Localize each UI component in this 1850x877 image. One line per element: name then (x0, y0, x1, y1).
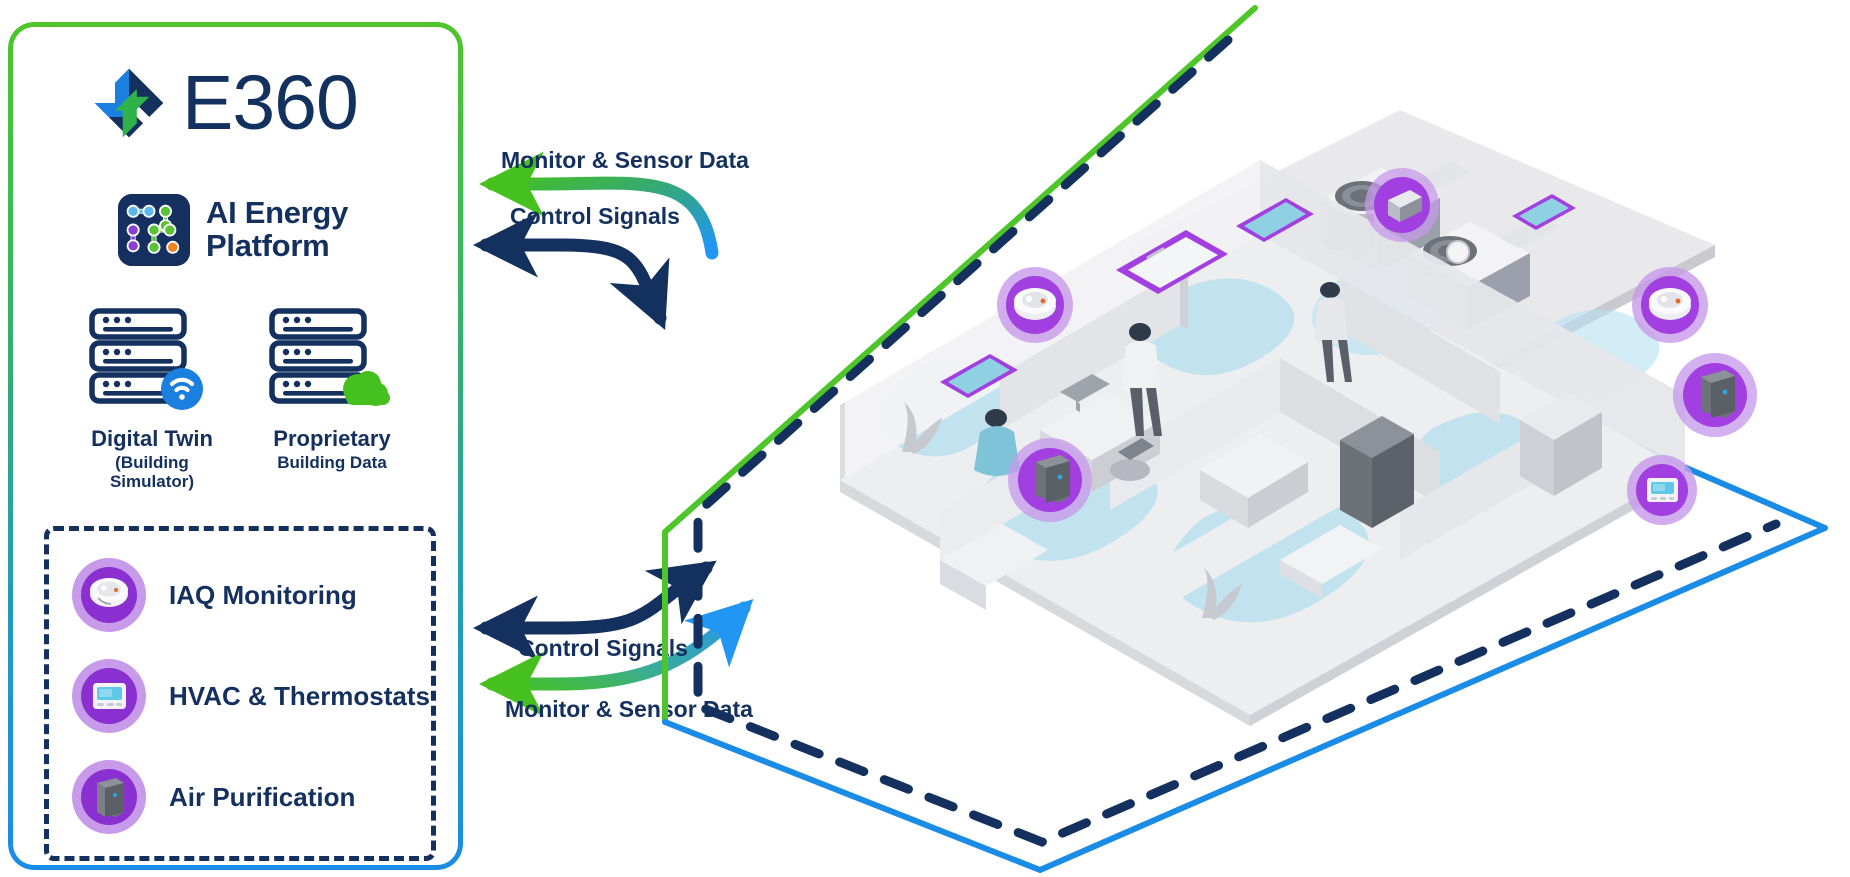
thermostat-icon (71, 658, 147, 734)
platform-title-line1: AI Energy (206, 195, 349, 231)
arrow-top-control-signals (473, 212, 670, 330)
air-purifier-icon (71, 759, 147, 835)
e360-pinwheel-logo-icon (94, 68, 164, 138)
hotspot-breakroom-thermostat[interactable] (1627, 455, 1697, 525)
ai-energy-platform-panel: E360 (8, 22, 463, 870)
brand-wordmark: E360 (182, 59, 359, 146)
person-seated (974, 409, 1020, 476)
person-standing-front-desk (1122, 323, 1162, 436)
ai-energy-platform-title: AI Energy Platform (206, 195, 349, 263)
person-walking-corridor (1314, 282, 1352, 382)
hotspot-office-air-vent[interactable] (1236, 198, 1314, 242)
isometric-building-illustration (662, 5, 1828, 873)
device-item-hvac-thermostats[interactable]: HVAC & Thermostats (71, 658, 430, 734)
arrow-label-bottom-control-signals: Control Signals (518, 635, 688, 661)
building-frame-green (662, 5, 1258, 725)
asset-title: Digital Twin (91, 426, 213, 451)
platform-title-line2: Platform (206, 228, 330, 263)
server-stack-cloud-icon (269, 308, 390, 406)
platform-assets: Digital Twin (Building Simulator) (72, 306, 412, 492)
hotspot-rooftop-hvac[interactable] (1365, 168, 1439, 242)
arrow-label-top-control-signals: Control Signals (510, 203, 680, 229)
hotspot-lobby-iaq-sensor[interactable] (997, 267, 1073, 343)
hotspot-office-air-purifier[interactable] (1673, 353, 1757, 437)
hotspot-lobby-air-vent[interactable] (940, 354, 1018, 398)
device-item-air-purification[interactable]: Air Purification (71, 759, 355, 835)
platform-asset-proprietary-building-data: Proprietary Building Data (264, 306, 400, 492)
device-item-iaq-monitoring[interactable]: IAQ Monitoring (71, 557, 357, 633)
hotspot-rear-air-vent[interactable] (1512, 194, 1576, 230)
server-stack-wifi-icon (89, 308, 203, 410)
connected-devices-box: IAQ Monitoring HVAC & Thermostats (44, 526, 436, 861)
ai-energy-platform-title-row: AI Energy Platform (118, 194, 348, 266)
e360-logo: E360 (90, 59, 359, 146)
asset-subtitle: (Building Simulator) (109, 452, 195, 492)
asset-title: Proprietary (273, 426, 391, 451)
hotspot-lounge-air-purifier[interactable] (1008, 438, 1092, 522)
arrow-label-top-monitor-sensor-data: Monitor & Sensor Data (501, 147, 749, 173)
platform-asset-digital-twin: Digital Twin (Building Simulator) (84, 306, 220, 492)
device-label: HVAC & Thermostats (169, 680, 431, 711)
device-label: IAQ Monitoring (169, 579, 357, 610)
hotspot-corridor-iaq-sensor[interactable] (1632, 267, 1708, 343)
device-label: Air Purification (169, 781, 356, 812)
iaq-sensor-icon (71, 557, 147, 633)
ai-energy-platform-node-network-icon (118, 194, 190, 266)
building-occupants (974, 282, 1352, 476)
asset-subtitle: Building Data (277, 452, 387, 472)
building-boundary-dashed (693, 35, 1781, 847)
hotspot-wall-display[interactable] (1116, 230, 1228, 294)
